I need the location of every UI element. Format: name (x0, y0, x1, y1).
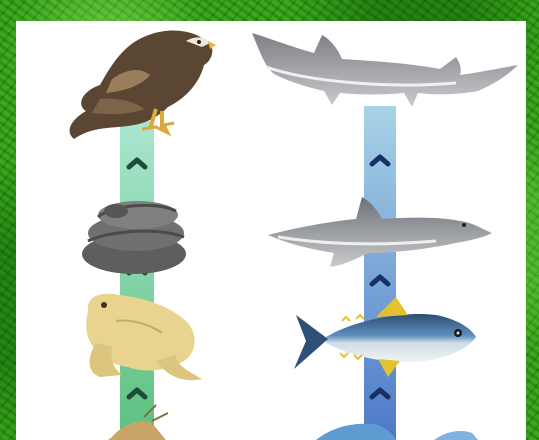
food-chain-panel (16, 21, 526, 440)
hawk-icon (70, 30, 216, 139)
shark-icon (252, 33, 518, 107)
small-fish-icon (316, 424, 478, 440)
tuna-icon (294, 297, 476, 377)
snake-icon (82, 201, 186, 274)
toad-icon (86, 294, 202, 380)
food-chain-diagram (16, 21, 526, 440)
